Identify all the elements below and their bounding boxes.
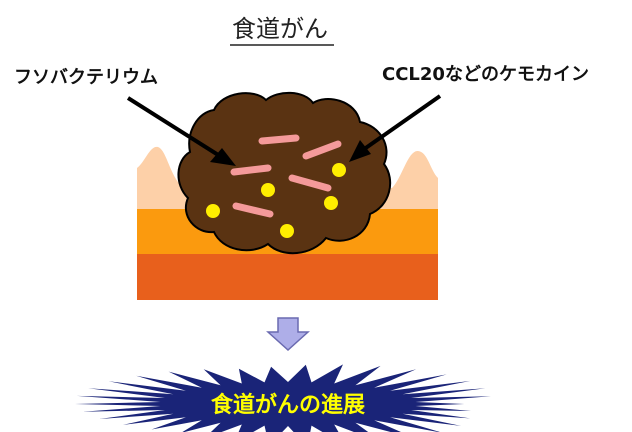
chemokine-dot bbox=[261, 183, 275, 197]
bacteria-pointer-arrow bbox=[126, 96, 225, 160]
page-title: 食道がん bbox=[232, 15, 328, 43]
bacterium bbox=[232, 202, 274, 218]
chemokine-arrowhead bbox=[349, 140, 371, 162]
chemokine-dot bbox=[332, 163, 346, 177]
tumor bbox=[177, 91, 392, 255]
chemokine-dot bbox=[324, 196, 338, 210]
pointer-arrows bbox=[126, 94, 442, 166]
tissue-muscle-layer bbox=[137, 254, 438, 300]
bacterium bbox=[302, 140, 342, 160]
bacterium bbox=[288, 174, 332, 192]
bacteria-label: フソバクテリウム bbox=[14, 67, 158, 88]
down-arrow-icon bbox=[266, 317, 310, 352]
chemokine-group bbox=[206, 163, 346, 238]
bacterium bbox=[258, 134, 300, 145]
chemokine-dot bbox=[206, 204, 220, 218]
chemokine-dot bbox=[280, 224, 294, 238]
bacteria-group bbox=[230, 134, 342, 218]
result-text: 食道がんの進展 bbox=[211, 392, 365, 418]
bacteria-arrowhead bbox=[210, 148, 236, 166]
result-banner: 食道がんの進展 bbox=[75, 364, 491, 432]
bacterium bbox=[230, 164, 272, 176]
chemokine-label: CCL20などのケモカイン bbox=[382, 64, 589, 85]
starburst-shape bbox=[75, 364, 491, 432]
tumor-mass bbox=[177, 91, 392, 255]
chemokine-pointer-arrow bbox=[358, 94, 442, 154]
